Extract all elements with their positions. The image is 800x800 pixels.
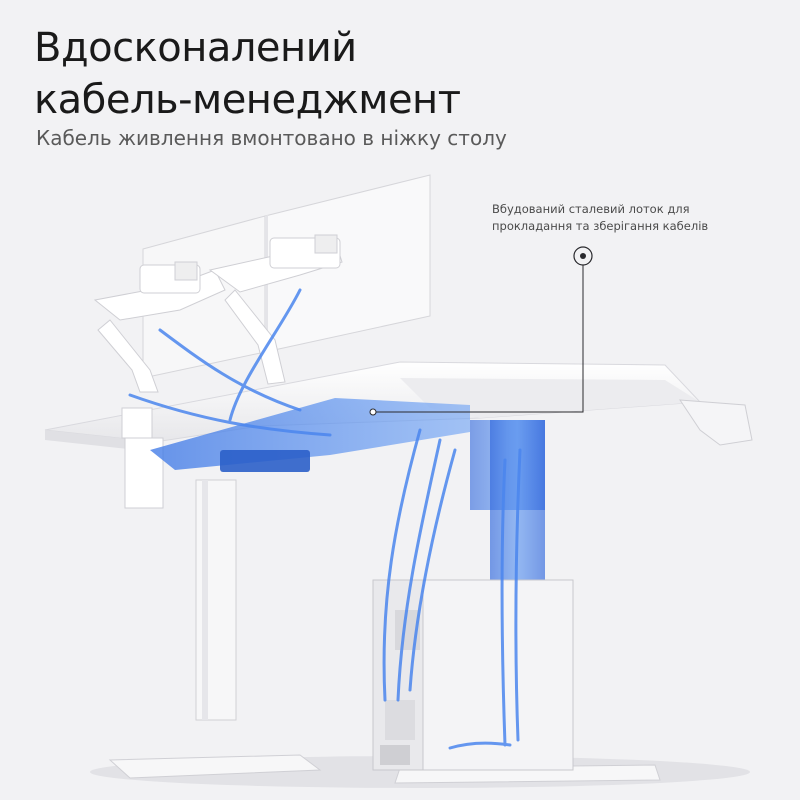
callout-line-2: прокладання та зберігання кабелів	[492, 219, 709, 233]
callout-marker-icon	[369, 246, 593, 416]
highlighted-cables	[128, 288, 522, 750]
pc-tower	[372, 579, 574, 771]
desk-leg-left	[108, 479, 322, 779]
subtitle: Кабель живлення вмонтовано в ніжку столу	[36, 126, 507, 150]
callout-leader	[375, 262, 584, 413]
dual-monitors	[93, 174, 431, 393]
title-line-2: кабель-менеджмент	[34, 77, 461, 123]
page-title: Вдосконалений кабель-менеджмент	[34, 22, 774, 126]
title-line-1: Вдосконалений	[34, 25, 357, 71]
callout-line-1: Вбудований сталевий лоток для	[492, 202, 690, 216]
cable-tray-callout: Вбудований сталевий лоток для прокладанн…	[492, 201, 782, 235]
